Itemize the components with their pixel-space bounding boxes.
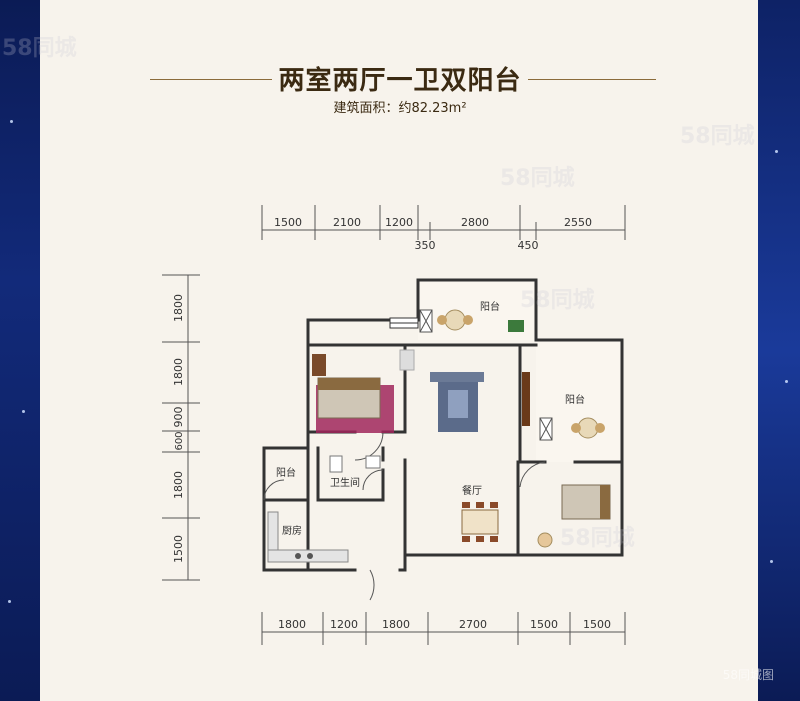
watermark: 58同城 [2, 36, 77, 61]
coffee-table [448, 390, 468, 418]
label-balcony-right: 阳台 [565, 393, 585, 406]
living-sofa-back [430, 372, 484, 382]
star-decoration [785, 380, 788, 383]
second-bed-headboard [600, 485, 610, 519]
dim-left-5: 1800 [172, 471, 185, 499]
right-balcony-washer [539, 417, 553, 441]
dim-bottom-3: 1800 [382, 618, 410, 631]
walls [262, 278, 624, 572]
top-balcony-washer [419, 309, 433, 333]
title-rule-left [150, 79, 272, 80]
dim-left-6: 1500 [172, 535, 185, 563]
right-balcony-floor [536, 340, 622, 462]
dim-left-4: 600 [174, 431, 185, 450]
bedroom-chair [537, 532, 553, 548]
right-balcony-chair [571, 423, 581, 433]
dim-top-2: 2100 [333, 216, 361, 229]
label-dining: 餐厅 [462, 484, 482, 497]
star-decoration [22, 410, 25, 413]
floorplan-sheet [40, 0, 758, 701]
dim-bottom-4: 2700 [459, 618, 487, 631]
watermark: 58同城 [560, 526, 635, 551]
star-decoration [770, 560, 773, 563]
bottom-dimension-chain [261, 612, 626, 645]
dim-top-1: 1500 [274, 216, 302, 229]
area-subtitle: 建筑面积：约82.23m² [333, 101, 467, 116]
dim-top-5: 2550 [564, 216, 592, 229]
dim-top-offset-2: 450 [518, 239, 539, 252]
label-bathroom: 卫生间 [330, 476, 360, 489]
balcony-table [444, 309, 466, 331]
dim-bottom-2: 1200 [330, 618, 358, 631]
title-rule-right [528, 79, 656, 80]
watermark: 58同城 [680, 124, 755, 149]
bathroom-sink [365, 455, 381, 469]
dining-chairs [462, 502, 498, 542]
dim-top-3: 1200 [385, 216, 413, 229]
dim-top-4: 2800 [461, 216, 489, 229]
toilet [329, 455, 343, 473]
tv-cabinet [522, 372, 530, 426]
page-title: 两室两厅一卫双阳台 [278, 66, 522, 96]
master-wardrobe [399, 349, 415, 371]
star-decoration [775, 150, 778, 153]
label-balcony-top: 阳台 [480, 300, 500, 313]
top-dimension-chain [261, 205, 626, 240]
door-swings [263, 431, 546, 601]
label-balcony-left: 阳台 [276, 466, 296, 479]
dining-table [461, 509, 499, 535]
kitchen-counter [267, 511, 279, 555]
master-bed-headboard [318, 378, 380, 390]
right-balcony-chair [595, 423, 605, 433]
dim-left-1: 1800 [172, 294, 185, 322]
master-nightstand [312, 354, 326, 376]
stove-burner [295, 553, 301, 559]
stove-burner [307, 553, 313, 559]
dim-bottom-1: 1800 [278, 618, 306, 631]
dim-left-2: 1800 [172, 358, 185, 386]
star-decoration [8, 600, 11, 603]
watermark: 58同城 [500, 166, 575, 191]
star-decoration [10, 120, 13, 123]
space-background-left [0, 0, 40, 701]
dim-left-3: 900 [172, 407, 185, 428]
watermark: 58同城 [520, 288, 595, 313]
brand-watermark: 58同城图 [722, 668, 774, 682]
dim-bottom-6: 1500 [583, 618, 611, 631]
dim-bottom-5: 1500 [530, 618, 558, 631]
balcony-plant [508, 320, 524, 332]
space-background-right [758, 0, 800, 701]
balcony-chair [463, 315, 473, 325]
window-marks [389, 317, 419, 329]
balcony-chair [437, 315, 447, 325]
left-dimension-chain [162, 274, 200, 581]
label-kitchen: 厨房 [282, 524, 302, 537]
dim-top-offset-1: 350 [415, 239, 436, 252]
